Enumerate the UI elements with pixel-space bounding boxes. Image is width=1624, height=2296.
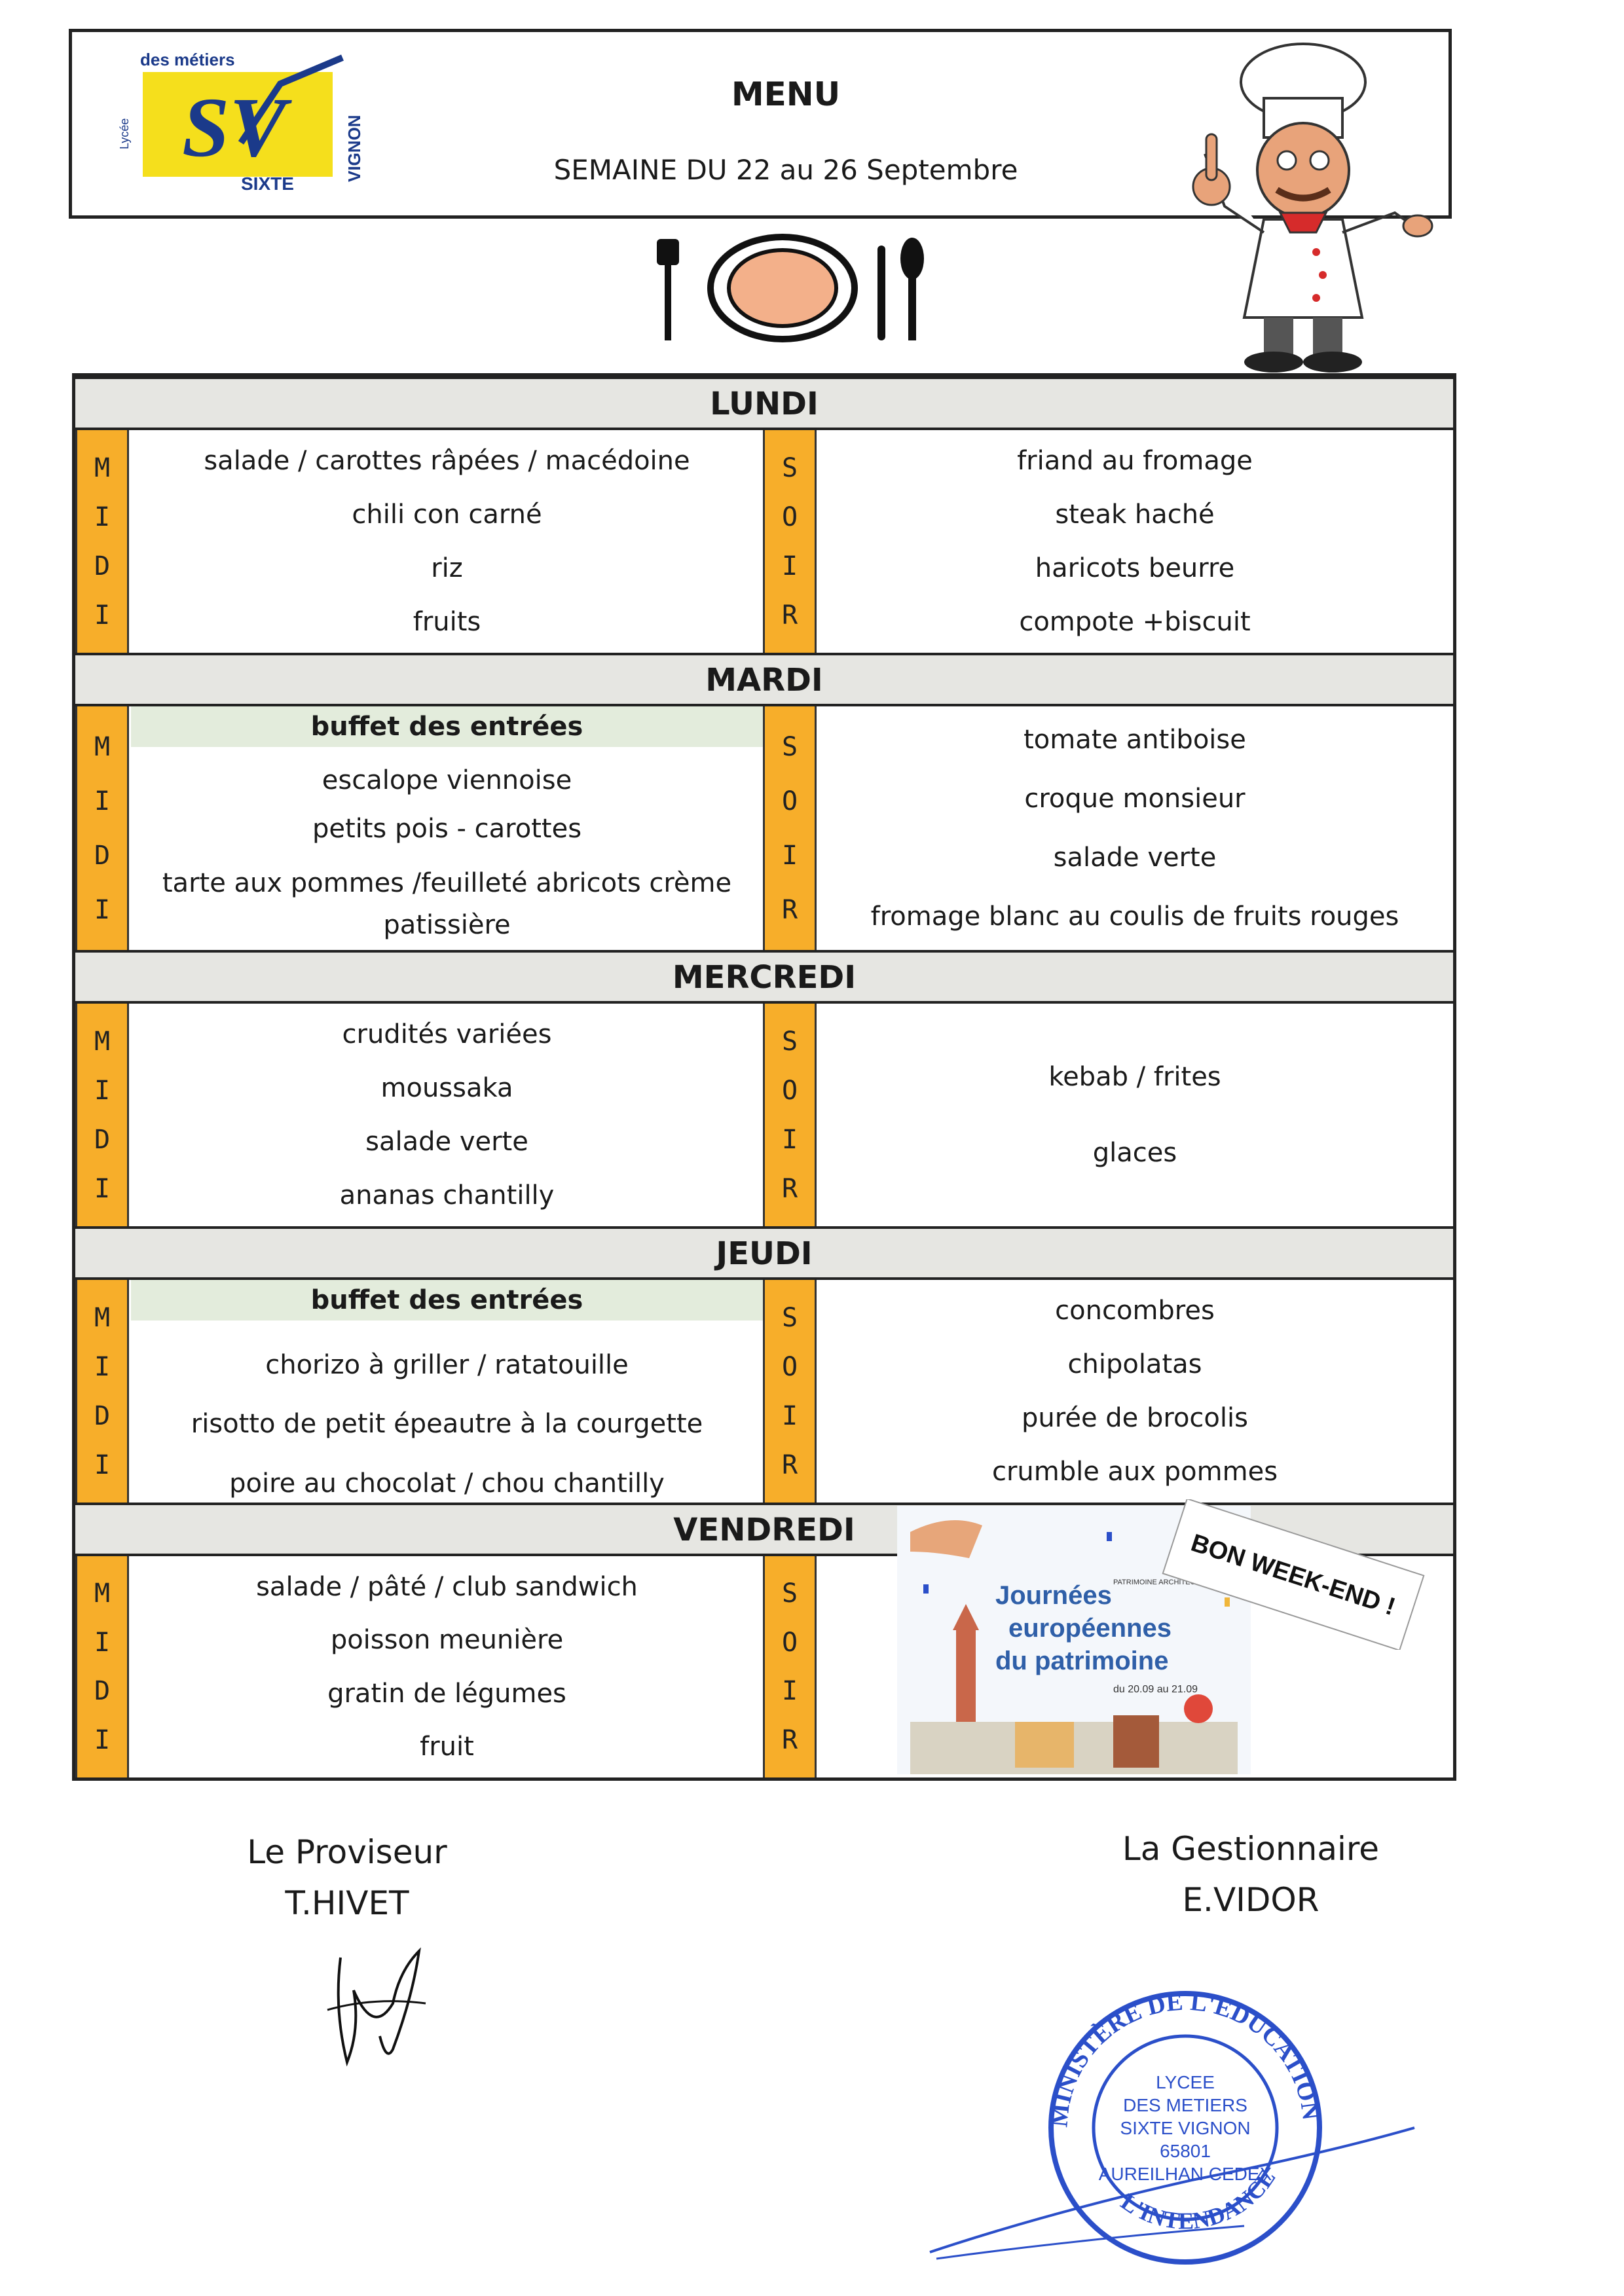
gestionnaire-signature-block: La Gestionnaire E.VIDOR: [1080, 1823, 1421, 1925]
menu-item: salade / pâté / club sandwich: [256, 1571, 638, 1602]
poster-dates: du 20.09 au 21.09: [1113, 1684, 1198, 1695]
day-header-jeudi: JEUDI: [75, 1226, 1453, 1280]
logo-right-text: VIGNON: [344, 115, 364, 182]
lundi-soir-cell: friand au fromage steak haché haricots b…: [819, 430, 1451, 653]
proviseur-signature-block: Le Proviseur T.HIVET: [196, 1827, 498, 1929]
menu-item: gratin de légumes: [327, 1678, 566, 1709]
poster-line-2: européennes: [1008, 1614, 1172, 1643]
proviseur-role: Le Proviseur: [247, 1833, 447, 1871]
heritage-days-poster: Journées PATRIMOINE ARCHITECTURAL europé…: [897, 1506, 1251, 1774]
menu-item: escalope viennoise: [322, 765, 572, 795]
menu-item: croque monsieur: [1024, 784, 1246, 814]
week-subtitle: SEMAINE DU 22 au 26 Septembre: [553, 154, 1018, 186]
menu-item: chorizo à griller / ratatouille: [265, 1349, 629, 1380]
day-header-mardi: MARDI: [75, 653, 1453, 706]
menu-item: crudités variées: [342, 1019, 552, 1049]
buffet-banner: buffet des entrées: [131, 1280, 763, 1321]
menu-item: tomate antiboise: [1024, 725, 1246, 755]
menu-item: petits pois - carottes: [312, 814, 582, 844]
svg-text:DES METIERS: DES METIERS: [1123, 2095, 1247, 2115]
svg-text:65801: 65801: [1160, 2141, 1211, 2161]
menu-item: compote +biscuit: [1019, 607, 1251, 637]
menu-item: kebab / frites: [1048, 1062, 1221, 1092]
menu-item: salade verte: [365, 1127, 528, 1157]
menu-item: salade / carottes râpées / macédoine: [204, 446, 690, 476]
chef-illustration: [1192, 43, 1433, 373]
menu-item: purée de brocolis: [1022, 1403, 1248, 1433]
menu-item: fromage blanc au coulis de fruits rouges: [870, 902, 1399, 932]
jeudi-soir-cell: concombres chipolatas purée de brocolis …: [819, 1280, 1451, 1503]
menu-item: ananas chantilly: [339, 1180, 555, 1211]
plate-cutlery-icon: [657, 234, 924, 342]
menu-item: poisson meunière: [330, 1625, 564, 1656]
gestionnaire-role: La Gestionnaire: [1122, 1830, 1380, 1868]
menu-item: friand au fromage: [1017, 446, 1253, 476]
day-header-mercredi: MERCREDI: [75, 950, 1453, 1004]
menu-item: crumble aux pommes: [991, 1457, 1278, 1487]
menu-item: risotto de petit épeautre à la courgette: [191, 1409, 703, 1440]
stamp-ring-top: MINISTÈRE DE L'EDUCATION NATIONALE: [917, 1964, 1325, 2128]
logo-bottom-text: SIXTE: [241, 173, 294, 194]
menu-item: salade verte: [1053, 843, 1217, 873]
handwritten-signature: [327, 1947, 426, 2067]
proviseur-name: T.HIVET: [285, 1884, 409, 1922]
menu-item: glaces: [1092, 1138, 1177, 1168]
menu-item: moussaka: [380, 1073, 513, 1103]
jeudi-midi-cell: buffet des entrées chorizo à griller / r…: [131, 1280, 763, 1503]
menu-item: poire au chocolat / chou chantilly: [229, 1468, 665, 1499]
menu-item: fruit: [420, 1732, 474, 1762]
mercredi-midi-cell: crudités variées moussaka salade verte a…: [131, 1004, 763, 1226]
gestionnaire-name: E.VIDOR: [1182, 1881, 1320, 1919]
weekend-sticker: BON WEEK-END !: [1162, 1499, 1425, 1650]
menu-item: tarte aux pommes /feuilleté abricots crè…: [162, 868, 732, 940]
logo-side-text: Lycée: [118, 118, 131, 149]
school-logo: des métiers Lycée SV SIXTE VIGNON: [118, 50, 364, 194]
lundi-midi-cell: salade / carottes râpées / macédoine chi…: [131, 430, 763, 653]
vendredi-midi-cell: salade / pâté / club sandwich poisson me…: [131, 1556, 763, 1777]
menu-item: chili con carné: [352, 500, 542, 530]
menu-item: riz: [431, 553, 463, 583]
mercredi-soir-cell: kebab / frites glaces: [819, 1004, 1451, 1226]
poster-line-3: du patrimoine: [995, 1647, 1168, 1675]
menu-item: fruits: [413, 607, 481, 637]
buffet-banner: buffet des entrées: [131, 706, 763, 747]
official-stamp: MINISTÈRE DE L'EDUCATION NATIONALE L'INT…: [917, 1964, 1415, 2265]
svg-text:LYCEE: LYCEE: [1156, 2072, 1215, 2092]
day-header-lundi: LUNDI: [75, 376, 1453, 430]
menu-item: haricots beurre: [1035, 553, 1235, 583]
menu-item: steak haché: [1055, 500, 1215, 530]
svg-text:SIXTE VIGNON: SIXTE VIGNON: [1120, 2118, 1250, 2138]
menu-item: concombres: [1055, 1296, 1215, 1326]
menu-item: chipolatas: [1067, 1349, 1202, 1379]
poster-line-1: Journées: [995, 1581, 1112, 1610]
logo-letters: SV: [182, 81, 292, 175]
mardi-soir-cell: tomate antiboise croque monsieur salade …: [819, 706, 1451, 950]
logo-top-text: des métiers: [140, 50, 235, 69]
mardi-midi-cell: buffet des entrées escalope viennoise pe…: [131, 706, 763, 950]
page-title: MENU: [731, 75, 841, 113]
